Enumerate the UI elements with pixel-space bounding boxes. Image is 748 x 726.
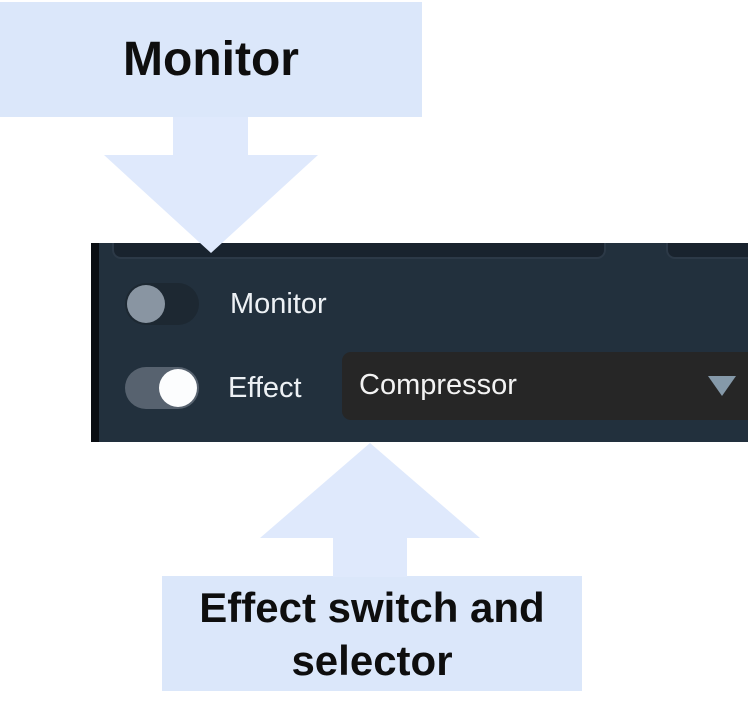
- effect-selector-dropdown[interactable]: Compressor: [342, 352, 748, 420]
- caret-down-icon: [708, 376, 736, 396]
- callout-effect-line1: Effect switch and: [199, 583, 545, 631]
- callout-effect-switch-selector: Effect switch and selector: [162, 576, 582, 691]
- effect-toggle-label: Effect: [228, 372, 302, 404]
- up-arrow-icon: [260, 443, 480, 577]
- effect-toggle-knob: [159, 369, 197, 407]
- monitor-toggle-knob: [127, 285, 165, 323]
- down-arrow-icon: [104, 117, 318, 253]
- monitor-toggle-label: Monitor: [230, 288, 327, 320]
- callout-monitor-label: Monitor: [123, 33, 299, 86]
- callout-effect-line2: selector: [291, 636, 453, 684]
- monitor-toggle[interactable]: [125, 283, 199, 325]
- effect-selector-value: Compressor: [359, 369, 517, 401]
- truncated-control-right[interactable]: [666, 243, 748, 259]
- effect-toggle[interactable]: [125, 367, 199, 409]
- audio-settings-panel: Monitor Effect Compressor: [91, 243, 748, 442]
- truncated-control-left[interactable]: [112, 243, 606, 259]
- callout-monitor: Monitor: [0, 2, 422, 117]
